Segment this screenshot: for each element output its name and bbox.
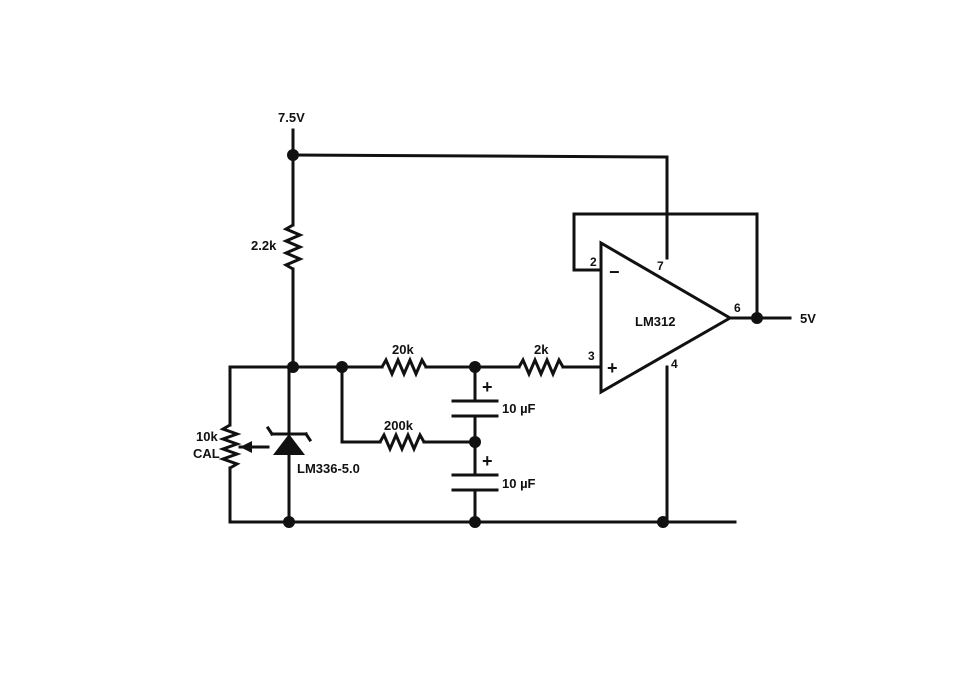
opamp-lm312 [572, 212, 792, 524]
junction-output [751, 312, 763, 324]
junction-ref2 [336, 361, 348, 373]
pin-3: 3 [588, 349, 595, 363]
resistor-2k [517, 356, 603, 378]
potentiometer-cal [218, 423, 270, 470]
junction-supply [287, 149, 299, 161]
supply-label: 7.5V [278, 110, 305, 125]
resistor-20k [380, 356, 521, 378]
label-20k: 20k [392, 342, 414, 357]
zener-lm336 [265, 365, 313, 524]
supply-rail [291, 128, 669, 260]
junction-cap-mid [469, 436, 481, 448]
junction-gnd-opamp [657, 516, 669, 528]
label-pot-value: 10k [196, 429, 218, 444]
opamp-plus-sign: + [607, 358, 618, 378]
label-cap-lower: 10 µF [502, 476, 536, 491]
junction-cap-top [469, 361, 481, 373]
label-2-2k: 2.2k [251, 238, 277, 253]
junctions [283, 149, 763, 528]
pin-6: 6 [734, 301, 741, 315]
pin-4: 4 [671, 357, 678, 371]
resistor-2-2k [282, 223, 304, 369]
cap-lower-plus: + [482, 451, 493, 471]
label-opamp: LM312 [635, 314, 675, 329]
pin-2: 2 [590, 255, 597, 269]
label-pot-name: CAL [193, 446, 220, 461]
opamp-minus-sign: − [609, 262, 620, 282]
pin-7: 7 [657, 259, 664, 273]
label-cap-upper: 10 µF [502, 401, 536, 416]
output-label: 5V [800, 311, 816, 326]
junction-gnd-cap [469, 516, 481, 528]
capacitor-lower [451, 473, 499, 524]
resistor-200k [378, 431, 477, 453]
label-zener: LM336-5.0 [297, 461, 360, 476]
cap-upper-plus: + [482, 377, 493, 397]
junction-ref [287, 361, 299, 373]
reference-node-wire [228, 365, 384, 524]
label-2k: 2k [534, 342, 549, 357]
label-200k: 200k [384, 418, 414, 433]
junction-gnd-zener [283, 516, 295, 528]
